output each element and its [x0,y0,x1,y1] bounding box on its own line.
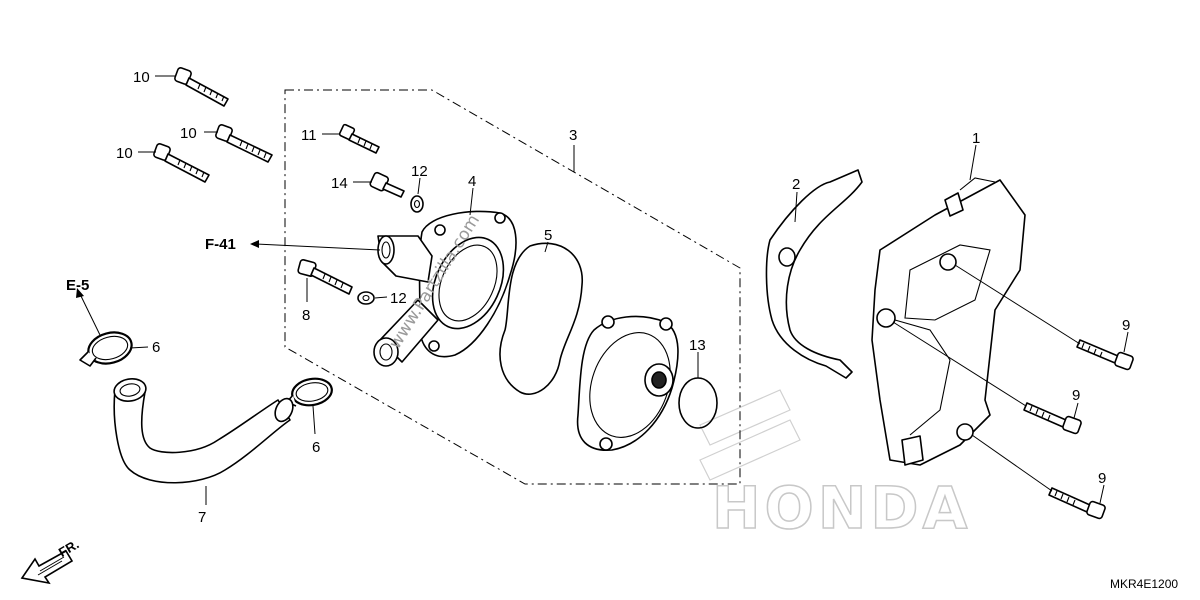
front-label: FR. [56,536,82,559]
label-part-6a[interactable]: 6 [152,339,160,356]
bolt-10-a[interactable] [174,67,229,107]
bolt-9-c[interactable] [1048,487,1106,520]
label-part-6b[interactable]: 6 [312,439,320,456]
label-part-12b[interactable]: 12 [390,290,407,307]
hose-clamp-6-b[interactable] [286,376,334,409]
brand-watermark: HONDA [699,389,971,543]
brand-watermark-text: HONDA [712,474,971,542]
bolt-8[interactable] [297,259,353,295]
ref-arrow-f41 [250,240,381,251]
label-part-3[interactable]: 3 [569,127,577,144]
water-pump-body[interactable] [576,315,684,451]
gasket-o-ring[interactable] [499,242,583,395]
bolt-9-a[interactable] [1076,339,1134,371]
gasket-boss [778,247,796,267]
washer-12-b[interactable] [357,291,375,305]
water-pump-cover[interactable] [373,210,517,367]
label-part-7[interactable]: 7 [198,509,206,526]
ref-label-f41[interactable]: F-41 [205,236,236,253]
label-part-8[interactable]: 8 [302,307,310,324]
part-labels: 1 2 3 4 5 6 6 7 8 9 9 9 10 10 10 11 12 1… [116,69,1130,526]
side-cover[interactable] [871,177,1026,466]
assembly-frame [284,89,741,485]
label-part-2[interactable]: 2 [792,176,800,193]
ref-label-e5[interactable]: E-5 [66,277,89,294]
label-part-1[interactable]: 1 [972,130,980,147]
label-part-14[interactable]: 14 [331,175,348,192]
bolt-9-b[interactable] [1023,402,1082,435]
water-hose[interactable] [112,376,296,484]
hose-clamp-6-a[interactable] [79,328,135,368]
bolt-10-c[interactable] [153,143,210,183]
label-part-9a[interactable]: 9 [1122,317,1130,334]
bolt-11[interactable] [338,123,380,154]
o-ring-13[interactable] [678,377,718,429]
front-arrow [20,549,74,585]
bolt-14[interactable] [369,171,405,198]
bolt-10-b[interactable] [215,124,273,163]
leader-lines [129,75,1129,505]
label-part-10b[interactable]: 10 [180,125,197,142]
label-part-11[interactable]: 11 [301,127,317,144]
ref-arrow-e5 [76,288,101,336]
label-part-12a[interactable]: 12 [411,163,428,180]
label-part-10a[interactable]: 10 [133,69,150,86]
label-part-10c[interactable]: 10 [116,145,133,162]
label-part-9b[interactable]: 9 [1072,387,1080,404]
diagram-code: MKR4E1200 [1110,577,1178,591]
washer-12-a[interactable] [410,195,424,213]
label-part-5[interactable]: 5 [544,227,552,244]
cover-gasket[interactable] [765,169,863,379]
label-part-13[interactable]: 13 [689,337,706,354]
label-part-9c[interactable]: 9 [1098,470,1106,487]
label-part-4[interactable]: 4 [468,173,476,190]
